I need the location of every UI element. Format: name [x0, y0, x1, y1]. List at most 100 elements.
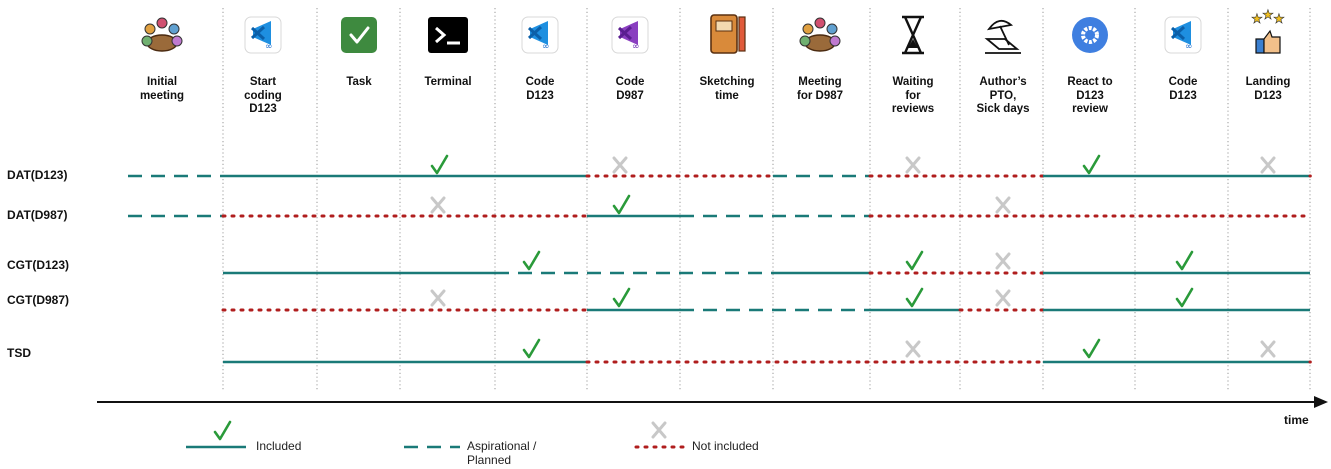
vs-icon-body	[620, 21, 638, 45]
column-header-line: Initial	[146, 76, 178, 88]
vscode-icon-x	[1170, 25, 1186, 41]
beach-icon-chair	[984, 38, 1020, 50]
not-included-cross-icon-strokes	[1260, 156, 1276, 174]
terminal-icon-prompt	[435, 26, 460, 45]
row-label-tsd: TSD	[7, 346, 31, 360]
included-check-icon	[612, 287, 631, 308]
meeting-icon-person	[171, 35, 183, 47]
not-included-cross-icon	[430, 196, 446, 214]
meeting-icon	[141, 17, 183, 52]
gear-icon-hub	[1087, 32, 1093, 38]
legend-planned-label-line1: Aspirational /	[467, 439, 537, 453]
included-check-icon	[1082, 338, 1101, 359]
notebook-icon	[710, 14, 746, 54]
included-check-icon	[522, 250, 541, 271]
vs-purple-icon: ∞	[611, 16, 649, 54]
legend-cross-icon	[651, 421, 667, 439]
included-check-icon	[1082, 154, 1101, 175]
thumbs-icon-cuff	[1255, 38, 1265, 54]
column-header-line: Sketching	[699, 76, 755, 88]
vs-icon-glyph: ∞	[632, 42, 640, 52]
meeting-icon-person	[156, 17, 168, 29]
legend-cross-icon-strokes	[651, 421, 667, 439]
column-header-line: meeting	[139, 89, 185, 102]
not-included-cross-icon	[612, 156, 628, 174]
hourglass-icon-frame	[902, 15, 924, 55]
not-included-cross-icon	[995, 252, 1011, 270]
column-header-line: Code	[1168, 76, 1198, 88]
column-header-line: PTO,	[989, 89, 1017, 102]
column-header-line: Author’s	[979, 76, 1027, 88]
notebook-icon-label	[715, 20, 733, 32]
vscode-icon-glyph: ∞	[265, 42, 273, 52]
time-axis-arrowhead	[1314, 396, 1328, 408]
row-label-dat-d123: DAT(D123)	[7, 168, 68, 182]
meeting-icon-person	[814, 17, 826, 29]
column-header-terminal: Terminal	[408, 76, 488, 90]
column-header-line: reviews	[891, 103, 935, 115]
included-check-icon	[430, 154, 449, 175]
included-check-icon	[905, 287, 924, 308]
column-header-line: Terminal	[424, 76, 472, 88]
not-included-cross-icon	[995, 289, 1011, 307]
not-included-cross-icon-strokes	[430, 289, 446, 307]
column-header-line: D123	[526, 89, 554, 102]
beach-icon-umbrella	[986, 19, 1014, 31]
vscode-icon-body	[1173, 21, 1191, 45]
included-check-icon	[905, 250, 924, 271]
included-check-icon	[1175, 287, 1194, 308]
legend-graphics	[186, 420, 690, 449]
thumbs-icon-hand	[1263, 29, 1281, 54]
legend-not-included-label: Not included	[692, 439, 759, 453]
meeting-icon	[799, 17, 841, 52]
hourglass-icon	[902, 15, 924, 55]
legend-check-icon	[213, 420, 232, 441]
not-included-cross-icon	[430, 289, 446, 307]
vscode-icon-glyph: ∞	[1185, 42, 1193, 52]
column-dividers	[222, 8, 1311, 390]
vscode-icon-x	[527, 25, 543, 41]
column-header-line: Code	[525, 76, 555, 88]
time-axis-label: time	[1284, 413, 1309, 427]
row-lines	[128, 174, 1312, 364]
legend-planned-label: Aspirational / Planned	[467, 439, 536, 467]
task-icon-box	[341, 17, 377, 53]
vscode-icon-glyph: ∞	[542, 42, 550, 52]
meeting-icon-person	[141, 35, 153, 47]
legend-planned-label-line2: Planned	[467, 453, 512, 467]
thumbs-icon-star: ★	[1251, 12, 1263, 27]
column-header-line: Meeting	[798, 76, 842, 88]
meeting-icon-person	[826, 23, 838, 35]
meeting-icon-person	[829, 35, 841, 47]
column-header-line: D123	[1076, 89, 1104, 102]
column-header-line: time	[715, 89, 739, 102]
notebook-icon-pencil	[738, 16, 746, 52]
column-header-task: Task	[319, 76, 399, 90]
column-header-line: coding	[244, 89, 282, 102]
column-header-line: Code	[615, 76, 645, 88]
terminal-icon	[428, 17, 468, 53]
column-header-line: Task	[346, 76, 372, 88]
not-included-cross-icon-strokes	[612, 156, 628, 174]
not-included-cross-icon-strokes	[905, 340, 921, 358]
column-header-line: D987	[616, 89, 644, 102]
not-included-cross-icon-strokes	[905, 156, 921, 174]
included-check-icon	[522, 338, 541, 359]
vscode-icon-body	[530, 21, 548, 45]
task-icon-check	[349, 26, 370, 44]
column-header-line: D123	[1169, 89, 1197, 102]
thumbs-icon-star: ★	[1273, 12, 1285, 27]
included-check-icon	[1175, 250, 1194, 271]
row-label-dat-d987: DAT(D987)	[7, 208, 68, 222]
not-included-cross-icon-strokes	[430, 196, 446, 214]
row-label-cgt-d123: CGT(D123)	[7, 258, 70, 272]
task-check-icon	[341, 17, 377, 53]
not-included-cross-icon-strokes	[995, 252, 1011, 270]
